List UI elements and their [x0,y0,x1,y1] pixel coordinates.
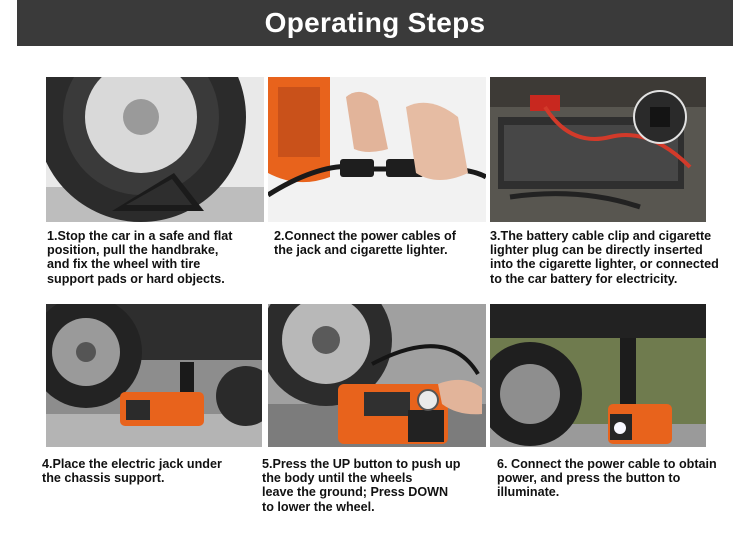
caption-line: leave the ground; Press DOWN [262,485,449,500]
step-6-photo [490,304,706,447]
step-3-caption: 3.The battery cable clip and cigarette l… [490,229,719,286]
caption-line: 6. Connect the power cable to obtain [497,457,717,471]
step-2-caption: 2.Connect the power cables of the jack a… [274,229,456,257]
caption-line: the chassis support. [42,471,165,486]
step-4-caption: 4.Place the electric jack under the chas… [42,457,222,485]
caption-line: position, pull the handbrake, [47,243,219,258]
caption-line: the body until the wheels [262,471,413,486]
caption-line: to lower the wheel. [262,499,375,514]
caption-line: 4.Place the electric jack under [42,457,222,471]
step-5-caption: 5.Press the UP button to push up the bod… [262,457,460,514]
caption-line: 2.Connect the power cables of [274,229,456,243]
caption-line: power, and press the button to [497,471,681,486]
step-2-photo [268,77,486,222]
step-1-photo [46,77,264,222]
caption-line: lighter plug can be directly inserted [490,243,703,258]
caption-line: illuminate. [497,485,560,500]
step-4-photo [46,304,262,447]
caption-line: 1.Stop the car in a safe and flat [47,229,233,243]
step-3-photo [490,77,706,222]
step-1-caption: 1.Stop the car in a safe and flat positi… [47,229,232,286]
caption-line: 3.The battery cable clip and cigarette [490,229,712,243]
caption-line: and fix the wheel with tire [47,257,201,272]
caption-line: the jack and cigarette lighter. [274,243,448,258]
step-6-caption: 6. Connect the power cable to obtain pow… [497,457,717,500]
caption-line: support pads or hard objects. [47,271,225,286]
page-title: Operating Steps [17,0,733,46]
caption-line: 5.Press the UP button to push up [262,457,461,471]
step-5-photo [268,304,486,447]
caption-line: into the cigarette lighter, or connected [490,257,719,272]
caption-line: to the car battery for electricity. [490,271,678,286]
